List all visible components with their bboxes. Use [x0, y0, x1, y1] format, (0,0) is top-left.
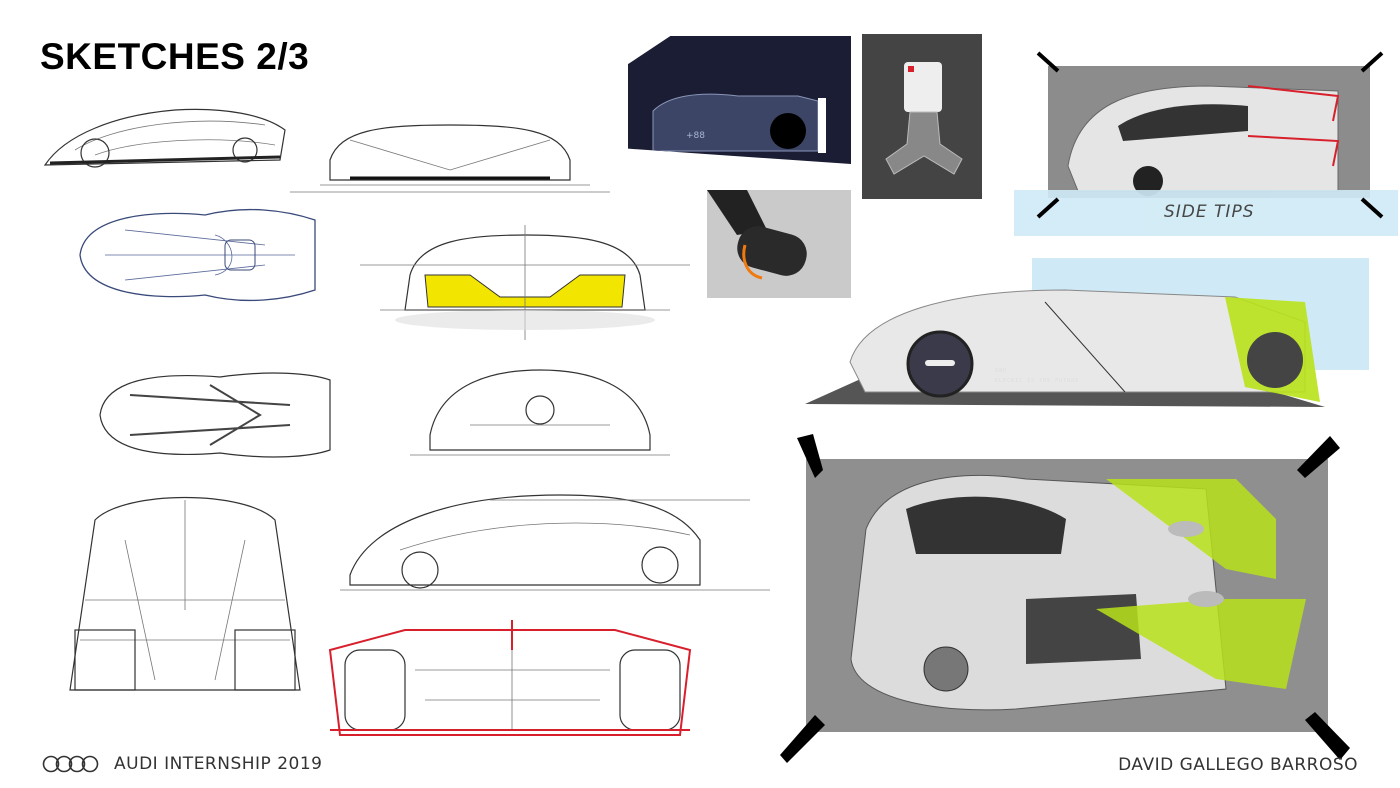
sketch-front-view-1	[290, 124, 610, 193]
inhaler-render	[862, 34, 982, 199]
sketch-rear-perspective	[69, 497, 301, 691]
sketch-side-view-1	[43, 108, 286, 168]
side-tips-caption-band: SIDE TIPS	[1014, 190, 1398, 236]
steering-wheel-render: +88	[628, 36, 851, 164]
sketch-top-view-blue	[79, 208, 316, 302]
side-tips-caption: SIDE TIPS	[1164, 202, 1255, 222]
side-profile-render: RWD ELECRIC IS THE FUTURE	[805, 282, 1330, 412]
livery-slogan: ELECRIC IS THE FUTURE	[995, 378, 1079, 384]
footer-left: AUDI INTERNSHIP 2019	[42, 754, 322, 774]
page-title: SKETCHES 2/3	[40, 36, 310, 77]
audi-four-rings-icon	[42, 755, 99, 773]
display-readout: +88	[686, 131, 705, 141]
sketch-side-view-2	[340, 494, 770, 591]
sketch-top-view-2	[99, 372, 331, 458]
corner-marks-bottom	[780, 434, 1350, 763]
footer-internship-label: AUDI INTERNSHIP 2019	[114, 754, 323, 774]
top-view-render	[806, 459, 1328, 732]
handle-render	[707, 190, 851, 298]
sketch-front-view-yellow	[360, 225, 690, 340]
sketch-rear-view-red	[328, 620, 692, 736]
side-tips-render	[1048, 66, 1370, 198]
livery-rwd: RWD	[995, 368, 1007, 374]
sketch-front-view-2	[410, 369, 670, 456]
corner-marks-top	[1036, 51, 1384, 219]
footer-author: DAVID GALLEGO BARROSO	[1118, 755, 1358, 775]
